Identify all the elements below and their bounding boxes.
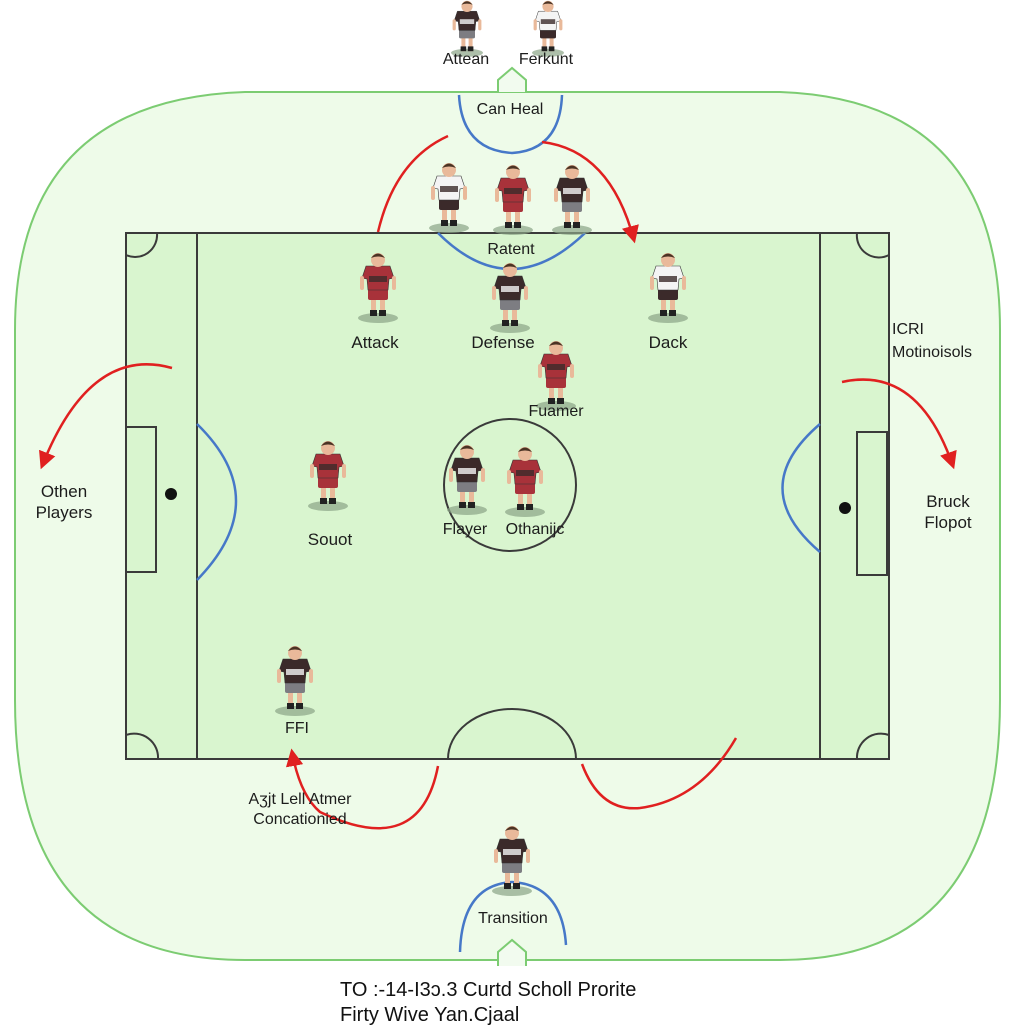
label-top-right: Ferkunt	[518, 51, 574, 68]
arrow-top-right	[541, 140, 639, 244]
player-top-right	[532, 0, 564, 57]
left-goal-box	[125, 426, 157, 573]
player-flayer	[447, 445, 487, 515]
label-center-top: Ratent	[487, 241, 535, 258]
arrow-bottom-left	[285, 748, 440, 830]
top-goal-arc	[457, 94, 564, 155]
label-bottom-left: Aʒjt Lell Atmer Concationied	[248, 791, 352, 828]
caption-line-2: Firty Wive Yan.Cjaal	[340, 1004, 520, 1026]
right-goal-box	[856, 431, 888, 576]
label-ffi: FFI	[285, 720, 309, 737]
player-ffi	[275, 646, 315, 716]
player-fuamer	[536, 341, 576, 411]
label-souot: Souot	[307, 530, 353, 549]
bottom-goal-arc	[458, 880, 568, 953]
player-othanijc	[505, 447, 545, 517]
player-top-left	[451, 0, 483, 57]
center-circle	[443, 418, 577, 552]
top-goal-marker	[497, 66, 527, 92]
label-right-note-1: ICRI	[892, 321, 924, 338]
label-fuamer: Fuamer	[528, 403, 584, 420]
label-top-left: Attean	[442, 51, 490, 68]
arrow-right-side	[841, 378, 957, 470]
label-bottom-goal: Transition	[478, 910, 548, 927]
player-transition	[492, 826, 532, 896]
corner-arc-bl	[125, 732, 160, 760]
right-blue-arc	[781, 423, 821, 553]
right-penalty-spot	[839, 502, 851, 514]
label-dack: Dack	[648, 333, 688, 352]
left-blue-arc	[196, 423, 238, 581]
caption-line-1: TO :-14-I3ɔ.3 Curtd Scholl Prorite	[340, 979, 637, 1001]
arrow-top-left	[376, 134, 449, 233]
left-penalty-spot	[165, 488, 177, 500]
label-center-left: Flayer	[442, 521, 488, 538]
label-right-side: Bruck Flopot	[924, 492, 972, 533]
label-top-goal: Can Heal	[476, 101, 544, 118]
players-layer	[275, 0, 688, 896]
bottom-center-arc	[447, 708, 577, 760]
player-souot	[308, 441, 348, 511]
arrow-bottom-right	[580, 737, 738, 810]
player-dack	[648, 253, 688, 323]
corner-arc-tr	[855, 232, 890, 259]
bottom-goal-marker	[497, 938, 527, 966]
player-attack	[358, 253, 398, 323]
player-box-top-2	[493, 165, 533, 235]
label-right-note-2: Motinoisols	[892, 344, 973, 361]
arrow-left-side	[39, 363, 173, 470]
label-center-right: Othanijc	[505, 521, 565, 538]
player-box-top-1	[429, 163, 469, 233]
label-attack: Attack	[351, 333, 399, 352]
corner-arc-br	[855, 732, 890, 760]
label-left-side: Othen Players	[35, 482, 93, 523]
label-defense: Defense	[471, 333, 535, 352]
player-defense	[490, 263, 530, 333]
corner-arc-tl	[125, 232, 159, 258]
player-box-top-3	[552, 165, 592, 235]
